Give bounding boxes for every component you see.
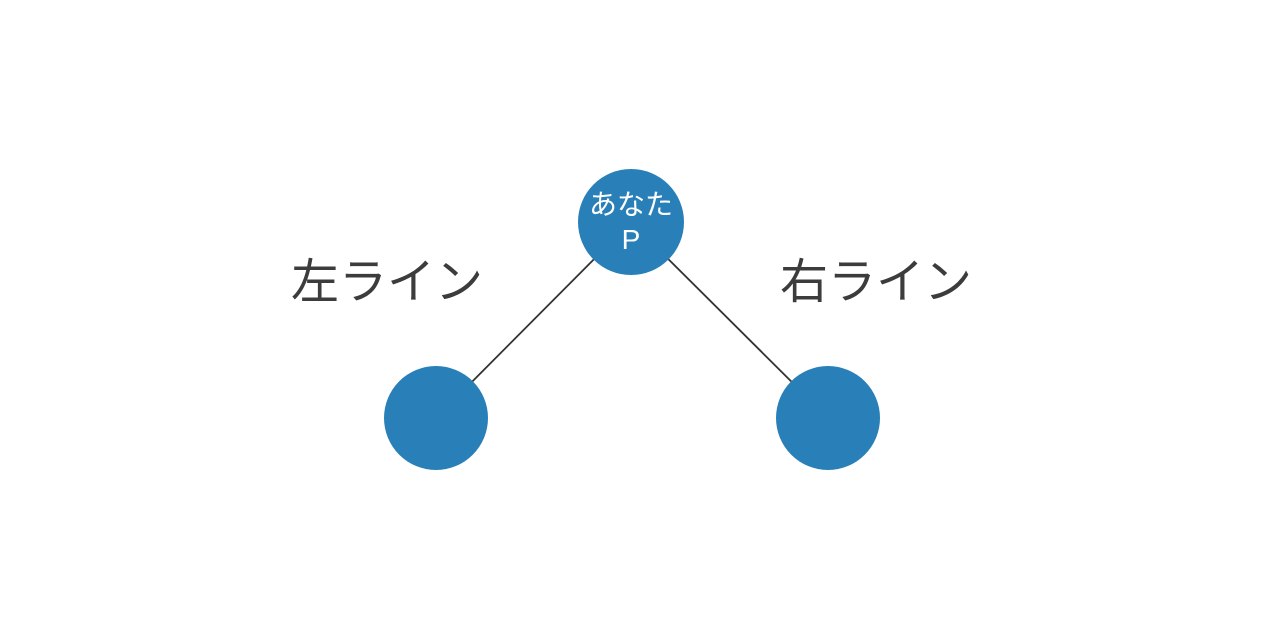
top-node-label-line2: P: [622, 224, 641, 255]
node-top-you: [578, 169, 684, 275]
right-line-label: 右ライン: [780, 256, 972, 309]
node-bottom-left: [384, 366, 488, 470]
left-line-label: 左ライン: [291, 256, 483, 309]
top-node-label-line1: あなた: [589, 189, 673, 220]
node-bottom-right: [776, 366, 880, 470]
